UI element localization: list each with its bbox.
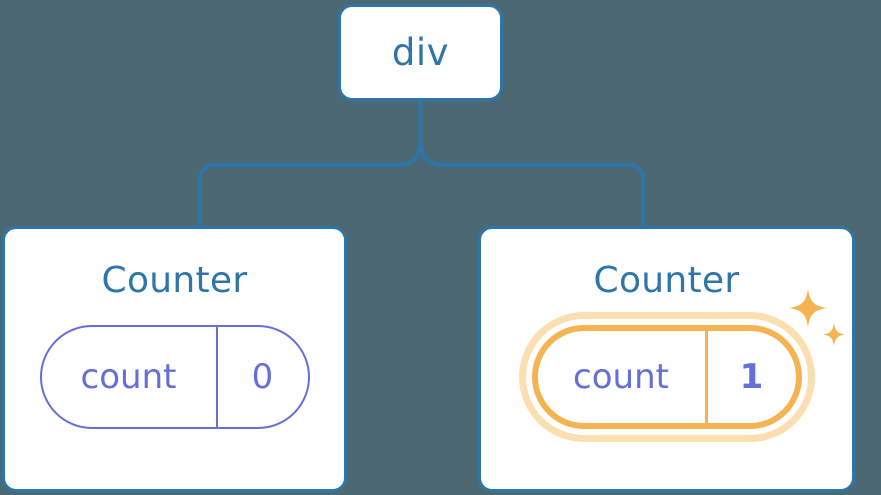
connector-branch-left (198, 139, 423, 226)
root-node-label: div (391, 31, 450, 74)
tree-node-counter-right[interactable]: Counter count 1 (478, 226, 855, 492)
state-pill-wrap-left: count 0 (39, 325, 310, 429)
sparkle-small-icon (822, 323, 845, 346)
state-pill-left[interactable]: count 0 (39, 325, 310, 429)
state-value-right: 1 (739, 357, 764, 397)
connector-branch-right (418, 139, 645, 226)
state-value-left: 0 (251, 357, 274, 397)
counter-title-left: Counter (101, 260, 248, 301)
tree-node-counter-left[interactable]: Counter count 0 (2, 226, 347, 492)
sparkle-icon (788, 289, 827, 327)
state-pill-wrap-right: count 1 (518, 289, 845, 442)
state-key-left: count (42, 327, 218, 427)
state-pill-right[interactable]: count 1 (531, 325, 802, 429)
state-pill-highlight-halo (518, 312, 815, 442)
state-key-right: count (538, 331, 708, 423)
tree-node-root[interactable]: div (338, 4, 503, 101)
counter-title-right: Counter (593, 260, 740, 301)
